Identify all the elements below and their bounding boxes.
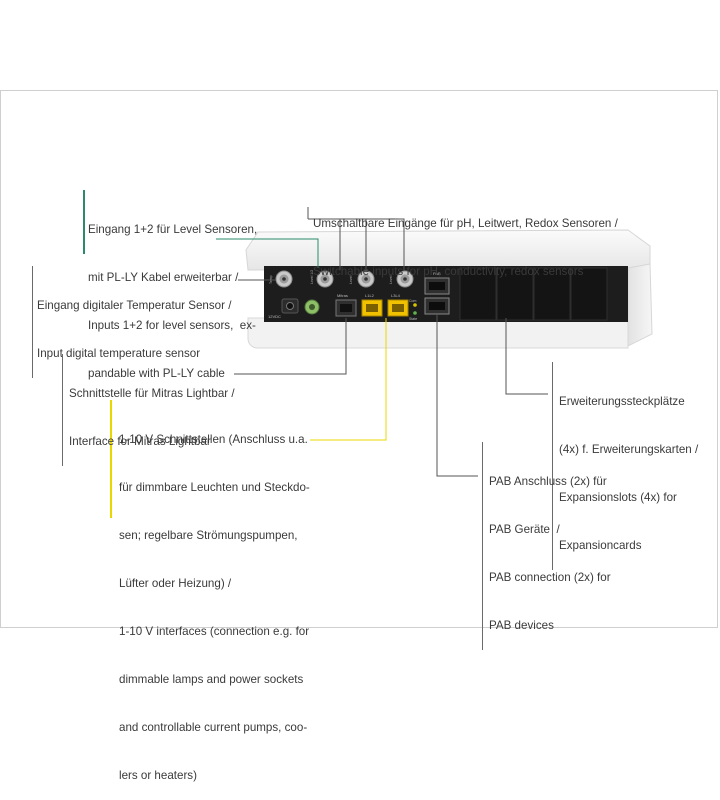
bnc-switch1-connector (357, 270, 375, 288)
lightbar-label: Schnittstelle für Mitras Lightbar / Inte… (62, 354, 235, 466)
temp-sensor-label: Eingang digitaler Temperatur Sensor / In… (32, 266, 231, 378)
expansion-slot-1 (459, 267, 497, 321)
power-jack (281, 298, 299, 314)
pab-label: PAB (433, 271, 441, 276)
expansion-slot-3 (533, 267, 571, 321)
state-label: State (409, 317, 417, 321)
bnc-port-label: Level (389, 275, 393, 284)
image-frame (0, 90, 718, 628)
switchable-inputs-label: Umschaltbare Eingänge für pH, Leitwert, … (313, 217, 618, 278)
lightbar-leader-line (234, 318, 347, 375)
power-label: 12VDC (268, 314, 281, 319)
device-diagram: 12VDC Mitras L1L2 L3L4 Com State PAB (216, 207, 653, 477)
v110-interfaces-label: 1-10 V Schnittstellen (Anschluss u.a. fü… (119, 433, 310, 782)
com-led (413, 303, 417, 307)
pab-port-lower (424, 297, 450, 315)
bnc-port-label: Temp (269, 275, 273, 284)
bnc-temp-connector (275, 270, 293, 288)
temp-sensor-port (304, 299, 320, 315)
device-side (627, 263, 653, 347)
device-bottom (247, 317, 629, 349)
v110-leader-line (310, 318, 387, 441)
mitras-port (335, 299, 357, 317)
level-leader-line (216, 238, 319, 268)
bnc-port-label: Level 1/2 (310, 270, 314, 284)
pab-leader-line (436, 314, 478, 477)
bnc-switch2-connector (396, 270, 414, 288)
pab-connection-label: PAB Anschluss (2x) für PAB Geräte / PAB … (482, 442, 611, 650)
com-label: Com (409, 299, 416, 303)
bnc-port-label: Level (349, 275, 353, 284)
l3l4-label: L3L4 (391, 293, 401, 298)
expansion-slots-label: Erweiterungssteckplätze (4x) f. Erweiter… (552, 362, 698, 570)
level-sensor-label: Eingang 1+2 für Level Sensoren, mit PL-L… (88, 223, 258, 380)
state-led (413, 311, 417, 315)
expansion-slot-2 (496, 267, 534, 321)
expansion-leader-line (505, 318, 548, 395)
l3l4-port (387, 299, 409, 317)
bnc-level-connector (316, 270, 334, 288)
pab-port-upper (424, 277, 450, 295)
mitras-label: Mitras (337, 293, 348, 298)
l1l2-port (361, 299, 383, 317)
l1l2-label: L1L2 (365, 293, 375, 298)
level-accent-bar (83, 190, 85, 254)
expansion-slot-4 (570, 267, 608, 321)
v110-accent-bar (110, 400, 112, 518)
